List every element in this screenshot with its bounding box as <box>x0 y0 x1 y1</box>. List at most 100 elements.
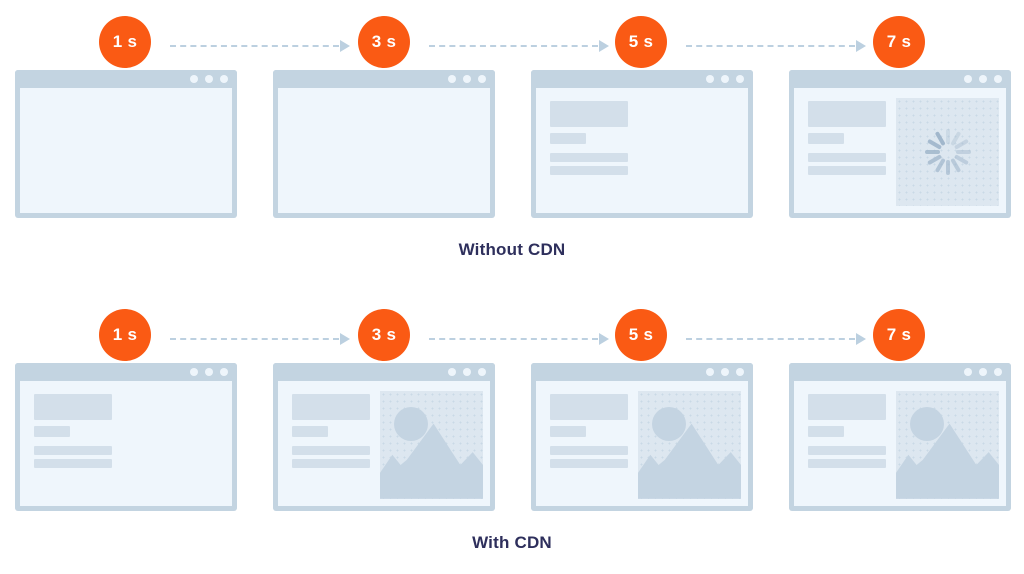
arrow-dashed-line <box>170 338 339 340</box>
text-placeholder-bar <box>550 394 628 420</box>
text-placeholder-group <box>808 101 886 179</box>
window-control-dot[interactable] <box>994 368 1002 376</box>
text-placeholder-bar <box>34 446 112 455</box>
window-control-dot[interactable] <box>979 75 987 83</box>
text-placeholder-group <box>550 394 628 472</box>
text-placeholder-bar <box>550 133 586 144</box>
window-control-dot[interactable] <box>706 368 714 376</box>
browser-window-2 <box>273 363 495 511</box>
sun-icon <box>910 407 944 441</box>
browser-window-group-without-cdn <box>0 70 1024 220</box>
text-placeholder-group <box>550 101 628 179</box>
window-control-dot[interactable] <box>706 75 714 83</box>
browser-titlebar <box>531 363 753 381</box>
window-control-dot[interactable] <box>190 75 198 83</box>
text-placeholder-bar <box>292 394 370 420</box>
arrow-dashed-line <box>686 45 855 47</box>
browser-window-4 <box>789 70 1011 218</box>
time-badge-3s: 3 s <box>358 16 410 68</box>
window-controls <box>964 75 1002 83</box>
arrow-head-icon <box>340 40 350 52</box>
text-placeholder-bar <box>34 426 70 437</box>
window-control-dot[interactable] <box>448 368 456 376</box>
window-control-dot[interactable] <box>994 75 1002 83</box>
image-placeholder <box>380 391 483 499</box>
arrow-dashed-line <box>170 45 339 47</box>
arrow-5s-to-7s <box>686 40 866 52</box>
window-controls <box>190 368 228 376</box>
window-control-dot[interactable] <box>205 75 213 83</box>
text-placeholder-bar <box>550 459 628 468</box>
text-placeholder-bar <box>808 394 886 420</box>
sun-icon <box>652 407 686 441</box>
mountain-range-icon <box>896 423 999 499</box>
window-controls <box>448 368 486 376</box>
window-control-dot[interactable] <box>964 368 972 376</box>
text-placeholder-bar <box>808 101 886 127</box>
browser-viewport <box>536 88 748 213</box>
time-badge-7s: 7 s <box>873 16 925 68</box>
browser-titlebar <box>789 70 1011 88</box>
browser-titlebar <box>531 70 753 88</box>
spinner-spoke <box>924 150 940 154</box>
window-control-dot[interactable] <box>736 368 744 376</box>
text-placeholder-bar <box>808 153 886 162</box>
window-controls <box>448 75 486 83</box>
window-control-dot[interactable] <box>448 75 456 83</box>
arrow-dashed-line <box>686 338 855 340</box>
window-control-dot[interactable] <box>205 368 213 376</box>
image-placeholder <box>638 391 741 499</box>
row-caption-without-cdn: Without CDN <box>458 240 566 259</box>
text-placeholder-bar <box>808 426 844 437</box>
browser-window-3 <box>531 70 753 218</box>
arrow-head-icon <box>856 333 866 345</box>
window-control-dot[interactable] <box>979 368 987 376</box>
mountain-range-icon <box>638 423 741 499</box>
browser-titlebar <box>15 363 237 381</box>
text-placeholder-bar <box>808 459 886 468</box>
window-control-dot[interactable] <box>721 368 729 376</box>
spinner-spoke <box>945 160 950 175</box>
window-control-dot[interactable] <box>220 368 228 376</box>
text-placeholder-bar <box>292 426 328 437</box>
browser-titlebar <box>789 363 1011 381</box>
window-controls <box>706 368 744 376</box>
image-placeholder <box>896 98 999 206</box>
row-caption-with-cdn: With CDN <box>472 533 552 552</box>
window-control-dot[interactable] <box>478 75 486 83</box>
text-placeholder-group <box>292 394 370 472</box>
time-badge-1s: 1 s <box>99 16 151 68</box>
browser-titlebar <box>273 363 495 381</box>
window-control-dot[interactable] <box>190 368 198 376</box>
time-badge-5s: 5 s <box>615 309 667 361</box>
text-placeholder-bar <box>550 446 628 455</box>
mountain-range-icon <box>380 423 483 499</box>
arrow-head-icon <box>599 40 609 52</box>
window-control-dot[interactable] <box>478 368 486 376</box>
window-controls <box>190 75 228 83</box>
window-control-dot[interactable] <box>463 368 471 376</box>
text-placeholder-bar <box>550 153 628 162</box>
text-placeholder-bar <box>550 426 586 437</box>
window-control-dot[interactable] <box>463 75 471 83</box>
browser-viewport <box>536 381 748 506</box>
window-control-dot[interactable] <box>964 75 972 83</box>
window-control-dot[interactable] <box>736 75 744 83</box>
browser-viewport <box>794 381 1006 506</box>
window-control-dot[interactable] <box>220 75 228 83</box>
browser-titlebar <box>273 70 495 88</box>
time-badge-3s: 3 s <box>358 309 410 361</box>
text-placeholder-bar <box>34 459 112 468</box>
text-placeholder-group <box>34 394 112 472</box>
window-control-dot[interactable] <box>721 75 729 83</box>
arrow-5s-to-7s <box>686 333 866 345</box>
browser-viewport <box>794 88 1006 213</box>
text-placeholder-bar <box>550 166 628 175</box>
browser-viewport <box>20 381 232 506</box>
arrow-dashed-line <box>429 45 598 47</box>
window-controls <box>964 368 1002 376</box>
loading-spinner-icon <box>924 129 971 175</box>
browser-window-1 <box>15 70 237 218</box>
